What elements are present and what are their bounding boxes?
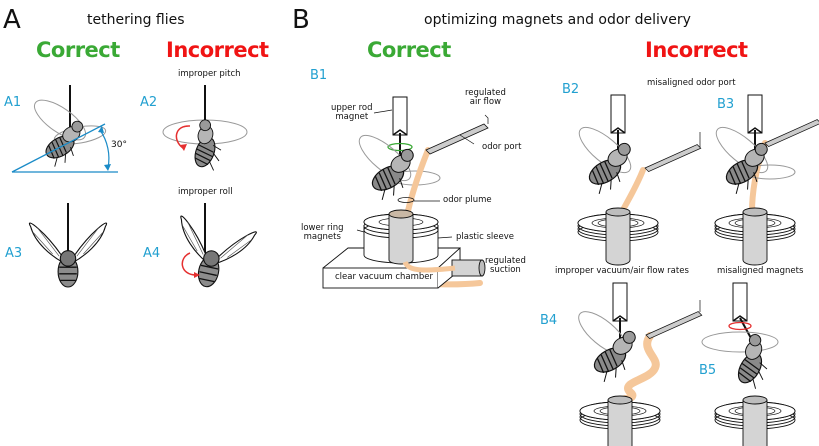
panel-a-title: tethering flies [87, 12, 185, 28]
angle-annotation: 30° [111, 140, 127, 150]
subpanel-a1-label: A1 [4, 95, 22, 110]
subpanel-b3-label: B3 [717, 97, 735, 112]
panel-b-incorrect-label: Incorrect [645, 38, 748, 62]
label-clear-vacuum-chamber: clear vacuum chamber [335, 272, 434, 282]
a3-drawing [28, 203, 108, 288]
label-odor-plume: odor plume [443, 195, 492, 205]
subpanel-a3-label: A3 [5, 246, 23, 261]
label-regulated-suction: regulated suction [485, 256, 526, 275]
panel-a-letter: A [3, 5, 21, 35]
panel-a-incorrect-label: Incorrect [166, 38, 269, 62]
subpanel-a4-label: A4 [143, 246, 161, 261]
b1-drawing [322, 96, 489, 289]
a4-drawing [167, 203, 258, 296]
b2-caption: misaligned odor port [647, 78, 736, 88]
a2-drawing [162, 85, 248, 173]
panel-a-correct-label: Correct [36, 38, 120, 62]
b3-drawing [714, 94, 819, 266]
a1-drawing [11, 85, 118, 173]
b2-drawing [577, 94, 702, 266]
panel-b-title: optimizing magnets and odor delivery [424, 12, 691, 28]
a2-caption: improper pitch [178, 69, 241, 79]
b4-caption: improper vacuum/air flow rates [555, 266, 689, 276]
panel-b-correct-label: Correct [367, 38, 451, 62]
a4-caption: improper roll [178, 187, 233, 197]
label-lower-ring-magnets: lower ring magnets [301, 223, 344, 242]
label-upper-rod-magnet: upper rod magnet [331, 103, 373, 122]
panel-b-letter: B [292, 5, 310, 35]
label-regulated-air-flow: regulated air flow [465, 88, 506, 107]
b5-caption: misaligned magnets [717, 266, 804, 276]
b5-drawing [701, 282, 796, 446]
subpanel-b5-label: B5 [699, 363, 717, 378]
subpanel-b1-label: B1 [310, 68, 328, 83]
subpanel-a2-label: A2 [140, 95, 158, 110]
subpanel-b4-label: B4 [540, 313, 558, 328]
subpanel-b2-label: B2 [562, 82, 580, 97]
label-odor-port: odor port [482, 142, 522, 152]
label-plastic-sleeve: plastic sleeve [456, 232, 514, 242]
b4-drawing [578, 282, 703, 446]
